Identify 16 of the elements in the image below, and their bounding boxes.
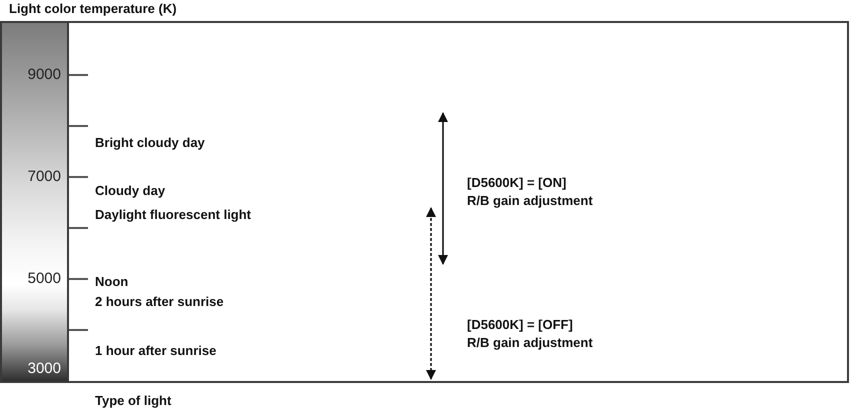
light-source-label: Bright cloudy day <box>95 135 205 151</box>
light-source-label: 2 hours after sunrise <box>95 294 224 310</box>
light-source-label: Cloudy day <box>95 183 166 199</box>
tick-label: 9000 <box>28 67 61 83</box>
tick-label: 7000 <box>28 169 61 185</box>
light-source-label: Daylight fluorescent light <box>95 207 252 223</box>
light-source-label: Noon <box>95 274 128 290</box>
range-note: R/B gain adjustment <box>467 193 593 209</box>
axis-title: Light color temperature (K) <box>9 1 177 17</box>
range-note: [D5600K] = [OFF] <box>467 317 573 333</box>
range-note: [D5600K] = [ON] <box>467 175 566 191</box>
column-heading: Type of light <box>95 393 172 409</box>
range-note: R/B gain adjustment <box>467 335 593 351</box>
tick-label: 3000 <box>28 361 61 377</box>
light-source-label: 1 hour after sunrise <box>95 343 216 359</box>
tick-label: 5000 <box>28 271 61 287</box>
